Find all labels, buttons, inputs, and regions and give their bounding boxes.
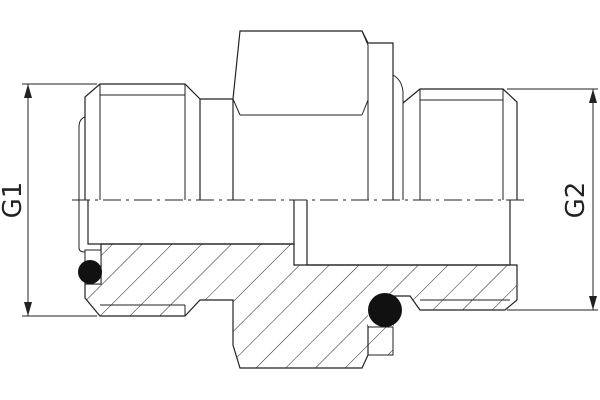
dimension-g2: G2 xyxy=(507,88,598,311)
bore-lines xyxy=(87,200,511,316)
g1-label: G1 xyxy=(0,182,28,219)
washer xyxy=(368,42,404,200)
arrow-down-icon xyxy=(589,296,597,310)
left-thread-end xyxy=(78,83,201,253)
dimension-g1: G1 xyxy=(0,83,97,317)
right-thread-end xyxy=(402,88,518,200)
g2-label: G2 xyxy=(561,182,591,219)
arrow-up-icon xyxy=(24,84,32,98)
hex-body xyxy=(232,30,369,200)
arrow-down-icon xyxy=(24,302,32,316)
section-body xyxy=(84,243,518,369)
arrow-up-icon xyxy=(589,89,597,103)
oring-right xyxy=(368,293,402,327)
oring-left xyxy=(78,260,102,284)
